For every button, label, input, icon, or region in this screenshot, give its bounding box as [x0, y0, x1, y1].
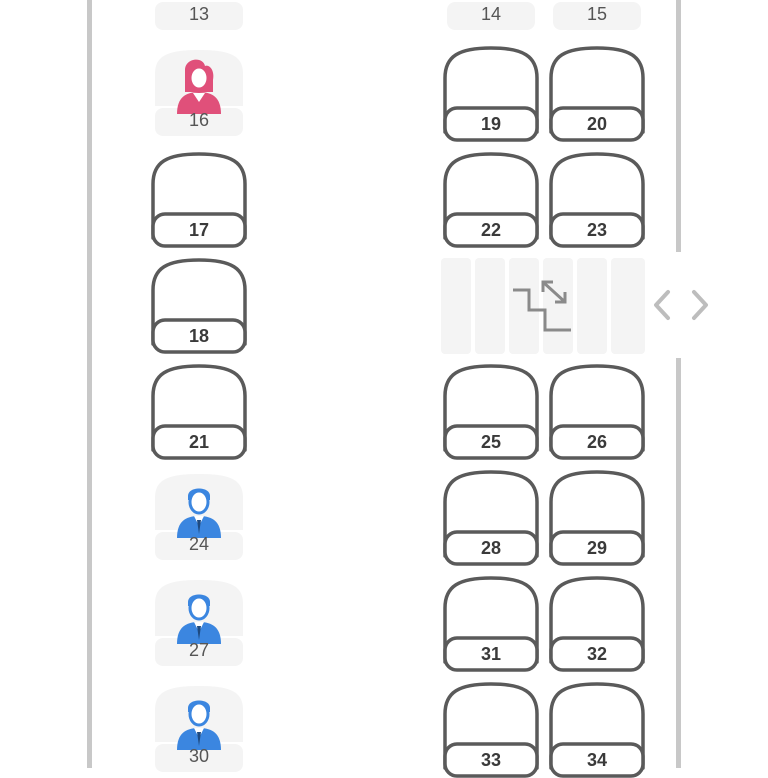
seat-15: 15	[549, 0, 645, 36]
chevron-right-icon[interactable]	[684, 286, 714, 324]
seat-23[interactable]: 23	[549, 152, 645, 248]
seat-icon	[549, 364, 645, 460]
seat-number: 34	[586, 750, 608, 770]
seat-22[interactable]: 22	[443, 152, 539, 248]
seat-number: 29	[586, 538, 608, 558]
seat-number: 33	[480, 750, 502, 770]
seat-number: 32	[586, 644, 608, 664]
seat-33[interactable]: 33	[443, 682, 539, 778]
seat-icon	[443, 470, 539, 566]
seat-28[interactable]: 28	[443, 470, 539, 566]
seat-number: 18	[188, 326, 210, 346]
seat-icon	[151, 152, 247, 248]
seat-icon	[549, 470, 645, 566]
chevron-left-icon[interactable]	[648, 286, 678, 324]
seat-30: 30	[151, 682, 247, 778]
seat-icon	[443, 46, 539, 142]
seat-number: 15	[586, 4, 608, 24]
seat-number: 17	[188, 220, 210, 240]
seat-number: 27	[188, 640, 210, 660]
seat-32[interactable]: 32	[549, 576, 645, 672]
left-wall	[87, 0, 92, 768]
seat-16: 16	[151, 46, 247, 142]
seat-number: 13	[188, 4, 210, 24]
seat-icon	[549, 46, 645, 142]
stairs-icon	[441, 258, 645, 354]
right-wall	[676, 0, 681, 252]
male-passenger-icon	[155, 686, 243, 772]
seat-icon	[443, 152, 539, 248]
seat-number: 25	[480, 432, 502, 452]
seat-19[interactable]: 19	[443, 46, 539, 142]
seat-number: 26	[586, 432, 608, 452]
seat-number: 24	[188, 534, 210, 554]
seat-number: 28	[480, 538, 502, 558]
seat-21[interactable]: 21	[151, 364, 247, 460]
seat-icon	[443, 576, 539, 672]
seat-number: 21	[188, 432, 210, 452]
seat-14: 14	[443, 0, 539, 36]
seat-number: 22	[480, 220, 502, 240]
occupied-seat-icon	[155, 2, 243, 30]
seat-number: 14	[480, 4, 502, 24]
seat-20[interactable]: 20	[549, 46, 645, 142]
seat-25[interactable]: 25	[443, 364, 539, 460]
seat-number: 19	[480, 114, 502, 134]
right-wall	[676, 358, 681, 768]
male-passenger-icon	[155, 580, 243, 666]
seat-18[interactable]: 18	[151, 258, 247, 354]
seat-31[interactable]: 31	[443, 576, 539, 672]
seat-icon	[549, 152, 645, 248]
seat-number: 20	[586, 114, 608, 134]
seat-27: 27	[151, 576, 247, 672]
male-passenger-icon	[155, 474, 243, 560]
female-passenger-icon	[155, 50, 243, 136]
seat-icon	[151, 364, 247, 460]
seat-17[interactable]: 17	[151, 152, 247, 248]
seat-29[interactable]: 29	[549, 470, 645, 566]
seat-number: 30	[188, 746, 210, 766]
stairs-block	[441, 258, 645, 354]
occupied-seat-icon	[553, 2, 641, 30]
occupied-seat-icon	[447, 2, 535, 30]
seat-34[interactable]: 34	[549, 682, 645, 778]
seat-icon	[443, 364, 539, 460]
seat-number: 31	[480, 644, 502, 664]
seat-26[interactable]: 26	[549, 364, 645, 460]
seat-number: 16	[188, 110, 210, 130]
seat-icon	[549, 576, 645, 672]
seat-13: 13	[151, 0, 247, 36]
seat-24: 24	[151, 470, 247, 566]
seat-icon	[151, 258, 247, 354]
seat-number: 23	[586, 220, 608, 240]
